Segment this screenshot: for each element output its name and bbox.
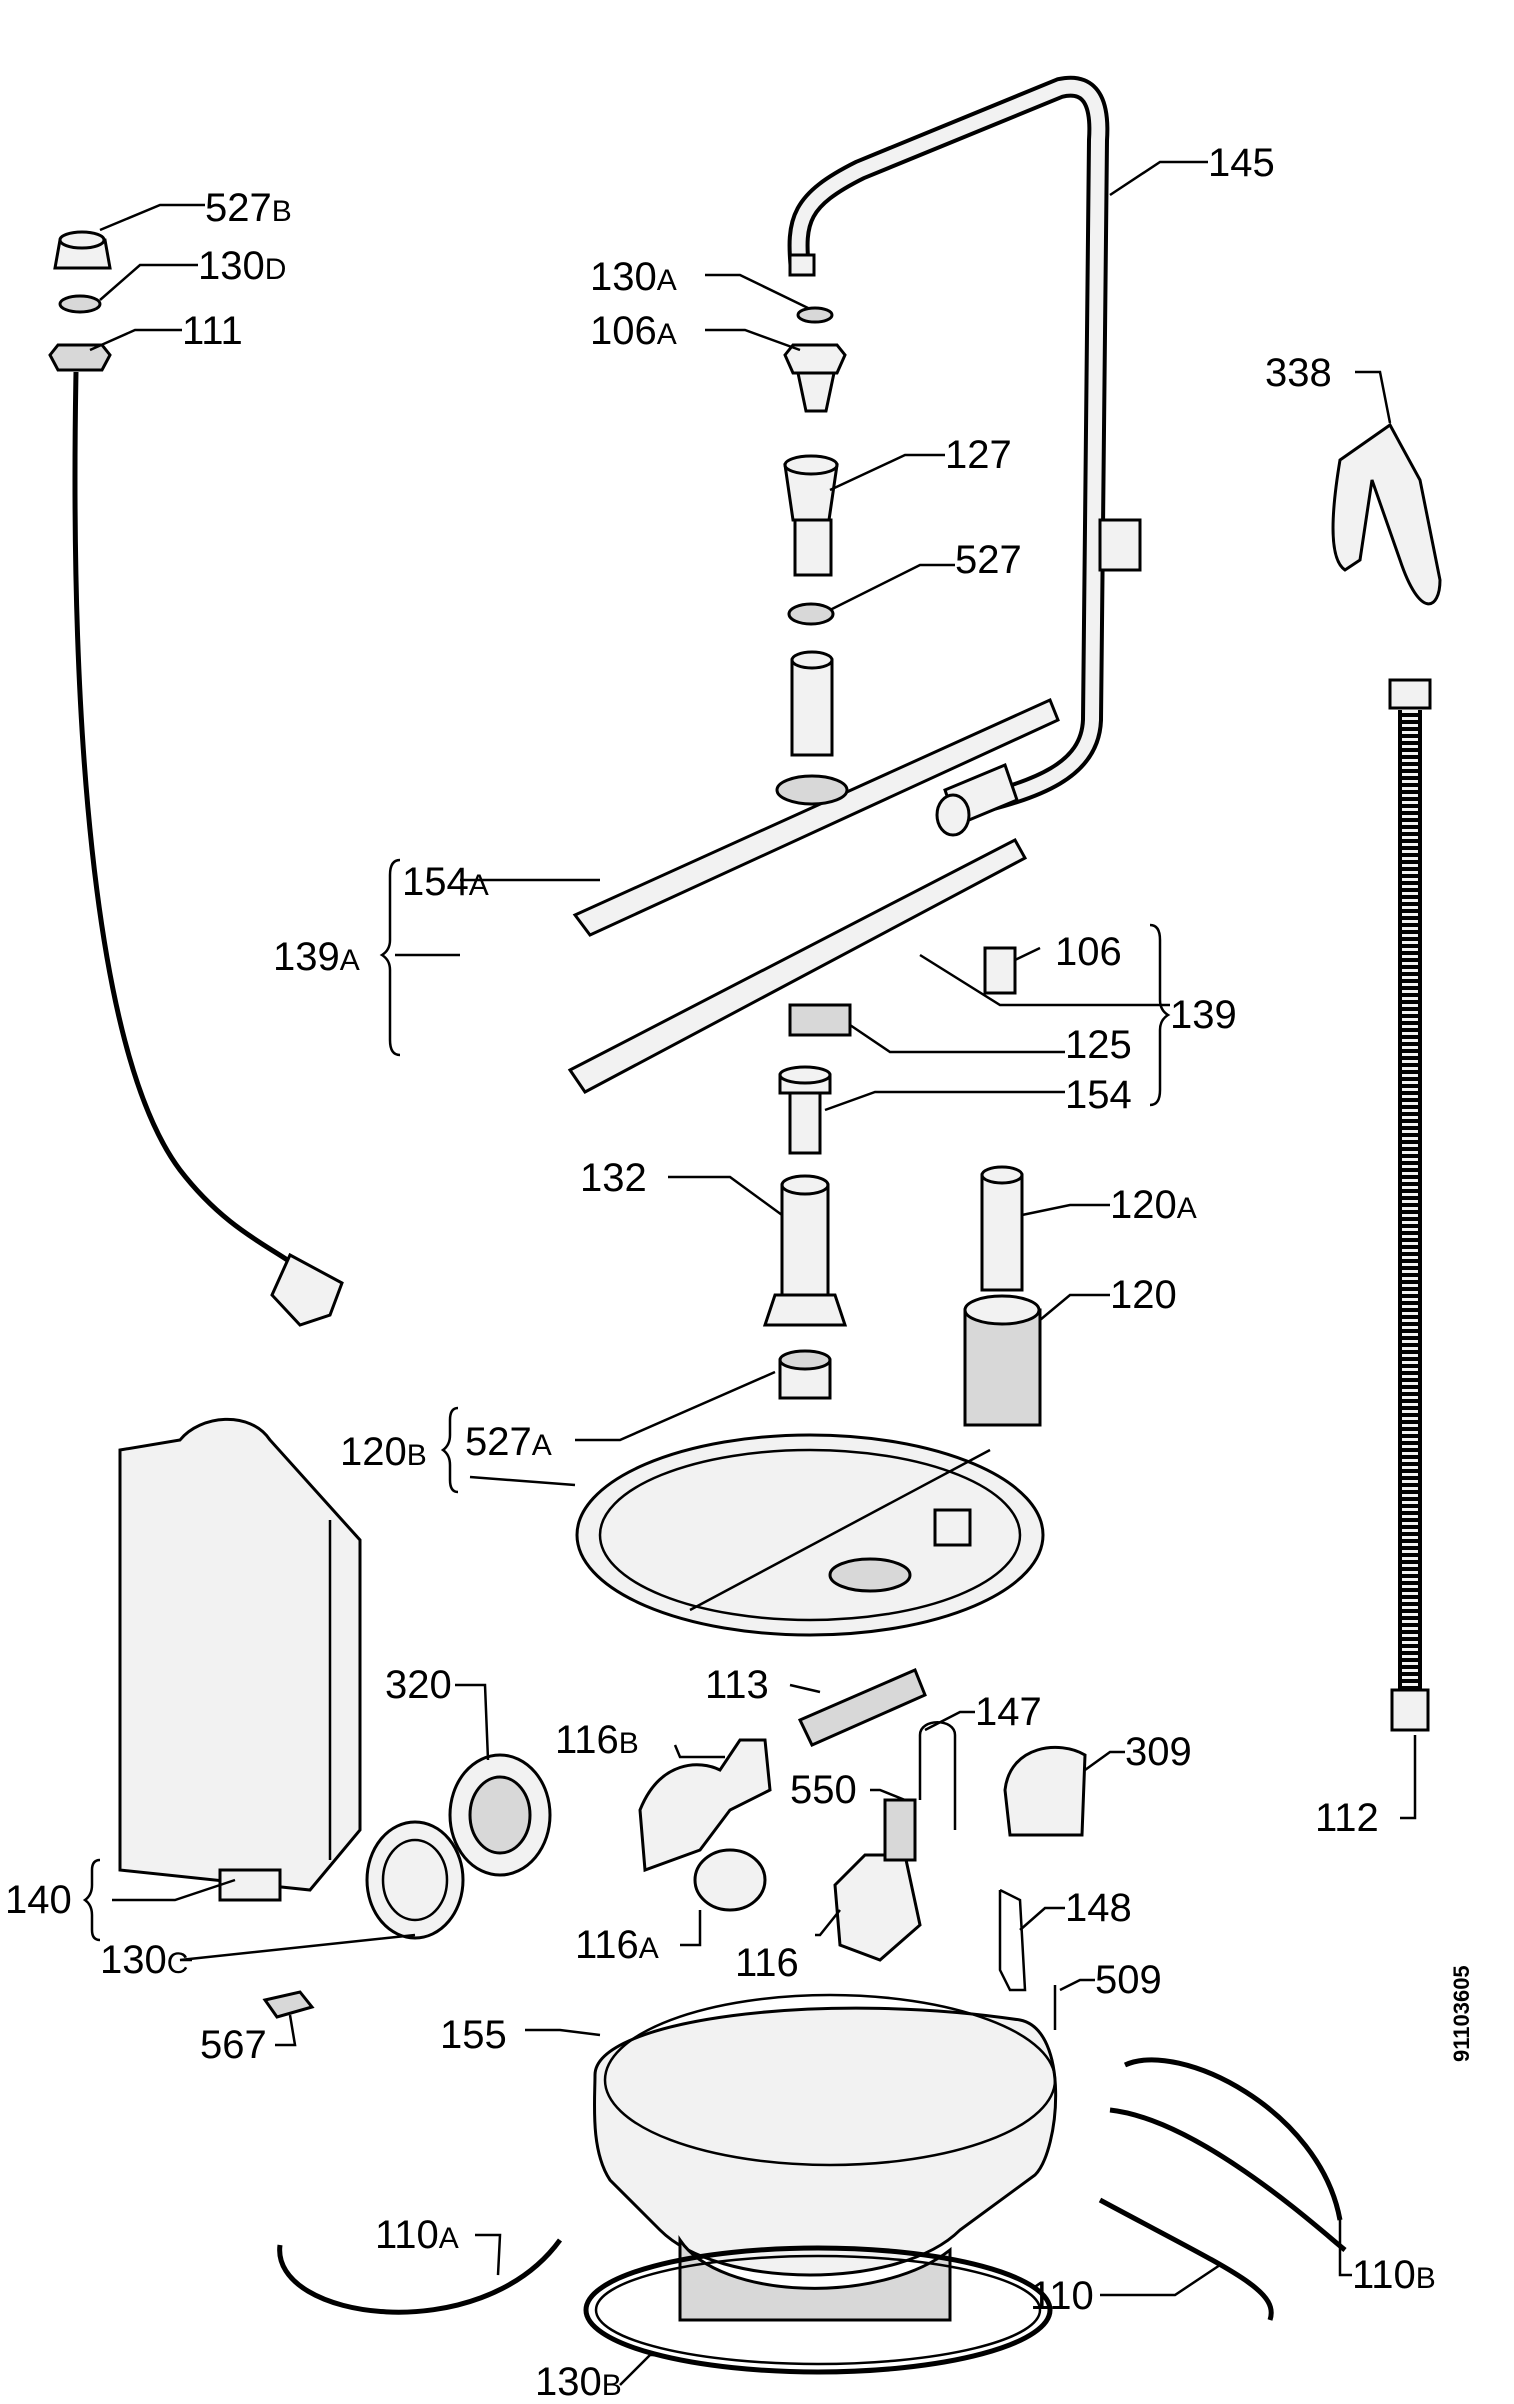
label-147: 147 (975, 1690, 1042, 1734)
drawing-code: 91103605 (1449, 1965, 1474, 2062)
label-154a: 154A (402, 860, 489, 904)
label-130b: 130B (535, 2360, 622, 2404)
label-527a: 527A (465, 1420, 552, 1464)
label-527b: 527B (205, 186, 292, 230)
label-155: 155 (440, 2013, 507, 2057)
bearing-154 (778, 1073, 832, 1155)
label-527: 527 (955, 538, 1022, 582)
label-154: 154 (1065, 1073, 1132, 1117)
label-139: 139 (1170, 993, 1237, 1037)
label-132: 132 (580, 1156, 647, 1200)
label-139a: 139A (273, 935, 360, 979)
label-148: 148 (1065, 1886, 1132, 1930)
lower-spray-arm (567, 837, 1028, 1094)
label-140: 140 (5, 1878, 72, 1922)
label-106: 106 (1055, 930, 1122, 974)
label-309: 309 (1125, 1730, 1192, 1774)
label-110a: 110A (375, 2213, 459, 2257)
cap-309 (1003, 1745, 1087, 1837)
upper-feed-pipe (787, 75, 1142, 837)
label-130a: 130A (590, 255, 677, 299)
label-120a: 120A (1110, 1183, 1197, 1227)
drain-hose-112 (1388, 678, 1432, 1732)
hose-110b (1109, 2057, 1347, 2252)
label-110b: 110B (1352, 2253, 1436, 2297)
group-braces (82, 858, 1171, 1942)
filter-assembly (963, 1165, 1042, 1427)
nut-106a (783, 343, 847, 413)
valve-parts (638, 1738, 922, 1962)
inlet-hose-assembly (48, 230, 344, 1327)
o-ring-130a (796, 306, 834, 324)
seals-320-130c (365, 1753, 552, 1940)
bracket-148 (998, 1888, 1027, 1992)
label-120b: 120B (340, 1430, 427, 1474)
label-145: 145 (1208, 141, 1275, 185)
filter-plate (575, 1433, 1045, 1637)
label-509: 509 (1095, 1958, 1162, 2002)
label-130d: 130D (198, 244, 287, 288)
water-softener (118, 1417, 362, 1902)
gasket-130b (583, 2245, 1053, 2375)
ring-527 (787, 602, 835, 626)
leader-lines (89, 160, 1417, 2386)
heater-113 (797, 1668, 927, 1747)
sump-155 (592, 1993, 1058, 2322)
hose-110a (277, 2238, 563, 2315)
label-106a: 106A (590, 309, 677, 353)
bracket-147 (918, 1721, 957, 1830)
label-125: 125 (1065, 1023, 1132, 1067)
upper-spray-arm (572, 650, 1060, 937)
tube-132 (762, 1183, 848, 1327)
label-111: 111 (182, 309, 243, 353)
label-116b: 116B (555, 1718, 639, 1762)
label-112: 112 (1315, 1796, 1379, 1840)
label-127: 127 (945, 433, 1012, 477)
clip-567 (262, 1990, 315, 2019)
clip-106 (983, 946, 1017, 995)
label-113: 113 (705, 1663, 769, 1707)
clip-338 (1331, 422, 1442, 606)
label-567: 567 (200, 2023, 267, 2067)
hose-110 (1098, 2197, 1274, 2321)
label-130c: 130C (100, 1938, 189, 1982)
label-338: 338 (1265, 351, 1332, 395)
label-550: 550 (790, 1768, 857, 1812)
connector-127 (783, 463, 839, 577)
label-320: 320 (385, 1663, 452, 1707)
label-116: 116 (735, 1941, 799, 1985)
label-110: 110 (1030, 2274, 1094, 2318)
label-120: 120 (1110, 1273, 1177, 1317)
block-550 (883, 1798, 917, 1862)
label-116a: 116A (575, 1923, 659, 1967)
